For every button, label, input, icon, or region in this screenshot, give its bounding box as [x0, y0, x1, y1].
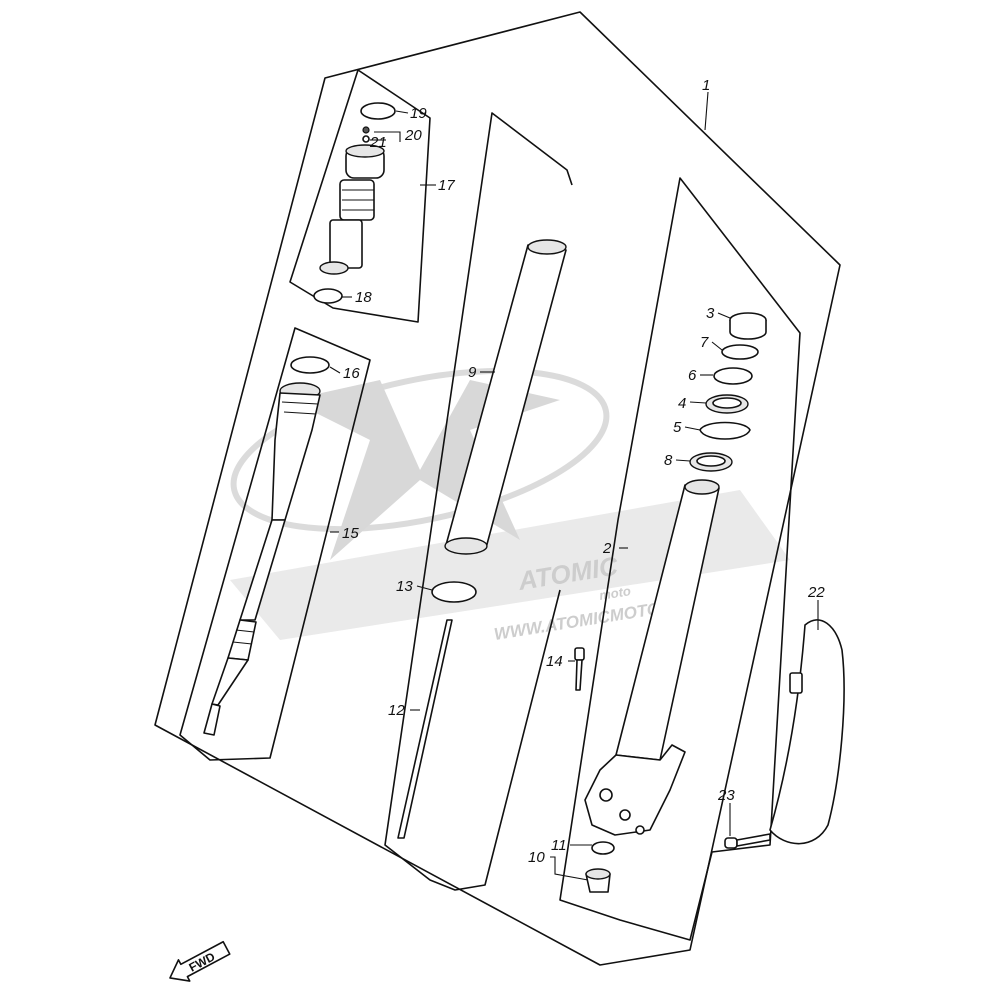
part-15-damper-rod	[203, 382, 321, 736]
part-18-oring	[313, 288, 343, 304]
part-11-oring	[591, 841, 615, 855]
part-14-bolt	[574, 647, 585, 691]
part-8-dust-seal	[689, 452, 733, 472]
part-19-oring	[360, 102, 396, 120]
callout-1: 1	[702, 77, 710, 94]
callout-11: 11	[551, 837, 567, 854]
part-2-outer-tube	[584, 479, 720, 836]
callout-18: 18	[355, 289, 372, 306]
assembly-frame-outer	[154, 11, 841, 966]
part-22-fork-guard	[769, 619, 845, 845]
callout-16: 16	[343, 365, 360, 382]
callout-17: 17	[438, 177, 455, 194]
part-23-screw	[724, 833, 771, 849]
part-10-drain-bolt	[585, 868, 611, 893]
callout-14: 14	[546, 653, 563, 670]
callout-23: 23	[717, 787, 735, 804]
part-3-bushing	[729, 312, 767, 340]
box-damper-rod	[179, 327, 371, 761]
callout-10: 10	[528, 849, 545, 866]
callout-6: 6	[688, 367, 697, 384]
box-outer-tube	[559, 177, 801, 941]
leader-lines	[329, 91, 819, 881]
part-4-oil-seal	[705, 394, 749, 414]
callout-labels: 1 2 3 4 5 6 7 8 9 10 11 12 13 14 15 16 1…	[342, 77, 825, 866]
callout-21: 21	[369, 134, 387, 151]
part-21-washer	[362, 135, 370, 143]
callout-3: 3	[706, 305, 715, 322]
box-inner-tube	[384, 112, 573, 891]
part-16-oring	[290, 356, 330, 374]
callout-12: 12	[388, 702, 405, 719]
part-13-ring	[431, 581, 477, 603]
part-5-stopper-ring	[699, 421, 751, 440]
callout-15: 15	[342, 525, 359, 542]
part-7-washer	[721, 344, 759, 360]
callout-7: 7	[700, 334, 709, 351]
callout-2: 2	[602, 540, 612, 557]
fwd-direction-badge: FWD	[169, 940, 231, 982]
callout-22: 22	[807, 584, 825, 601]
part-9-inner-tube	[444, 239, 567, 555]
part-12-spring-rod	[397, 619, 453, 839]
callout-4: 4	[678, 395, 686, 412]
callout-9: 9	[468, 364, 477, 381]
part-17-cartridge	[319, 144, 385, 275]
part-20-screw	[362, 126, 370, 134]
callout-19: 19	[410, 105, 427, 122]
callout-20: 20	[404, 127, 422, 144]
callout-5: 5	[673, 419, 682, 436]
callout-13: 13	[396, 578, 413, 595]
callout-8: 8	[664, 452, 673, 469]
part-6-seal	[713, 367, 753, 385]
